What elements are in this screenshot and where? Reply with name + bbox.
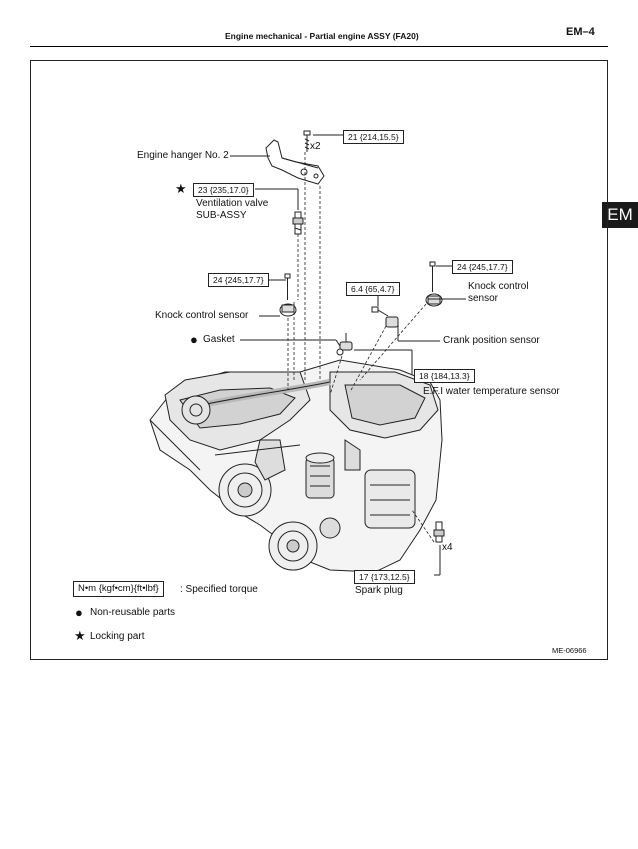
label-ventilation-valve-1: Ventilation valve — [196, 198, 269, 209]
crank-sensor-part — [371, 306, 399, 328]
legend-non-reusable: Non-reusable parts — [90, 607, 176, 618]
page-number: EM–4 — [566, 26, 595, 38]
knock-sensor-left-part — [279, 273, 297, 317]
label-knock-sensor-right-1: Knock control — [468, 281, 529, 292]
label-efi-water-temp-sensor: E.F.I water temperature sensor — [423, 386, 560, 397]
torque-water-temp-sensor: 18 {184,13.3} — [414, 369, 475, 383]
label-ventilation-valve-2: SUB-ASSY — [196, 210, 247, 221]
label-engine-hanger: Engine hanger No. 2 — [137, 150, 229, 161]
black-circle-icon: ● — [75, 605, 83, 620]
header-title: Engine mechanical - Partial engine ASSY … — [225, 31, 419, 41]
section-tab: EM — [602, 202, 638, 228]
label-knock-sensor-left: Knock control sensor — [155, 310, 249, 321]
bolt-hanger — [303, 130, 311, 152]
label-knock-sensor-right-2: sensor — [468, 293, 499, 304]
torque-knock-sensor-right: 24 {245,17.7} — [452, 260, 513, 274]
torque-knock-sensor-left: 24 {245,17.7} — [208, 273, 269, 287]
label-gasket: Gasket — [203, 334, 235, 345]
diagram-frame — [30, 60, 608, 660]
label-spark-plug: Spark plug — [355, 585, 403, 596]
figure-id: ME-06966 — [552, 646, 587, 655]
install-path-lines — [287, 152, 435, 543]
engine-hanger-part — [265, 139, 325, 185]
legend-torque-desc: : Specified torque — [180, 584, 258, 595]
knock-sensor-right-part — [425, 261, 443, 307]
torque-spark-plug: 17 {173,12.5} — [354, 570, 415, 584]
label-crank-position-sensor: Crank position sensor — [443, 335, 540, 346]
torque-ventilation-valve: 23 {235,17.0} — [193, 183, 254, 197]
non-reusable-icon: ● — [190, 332, 198, 347]
qty-hanger-bolts: x2 — [310, 141, 321, 152]
legend-locking: Locking part — [90, 631, 145, 642]
engine-assembly-drawing — [149, 359, 443, 573]
legend-torque-unit: N•m {kgf•cm}{ft•lbf} — [73, 581, 164, 597]
locking-part-icon: ★ — [175, 181, 187, 196]
torque-hanger-bolt: 21 {214,15.5} — [343, 130, 404, 144]
ventilation-valve-part — [292, 211, 304, 235]
torque-crank-sensor: 6.4 {65,4.7} — [346, 282, 400, 296]
header-divider — [30, 46, 608, 47]
black-star-icon: ★ — [74, 628, 86, 643]
qty-spark-plugs: x4 — [442, 542, 453, 553]
spark-plug-part — [433, 521, 445, 543]
